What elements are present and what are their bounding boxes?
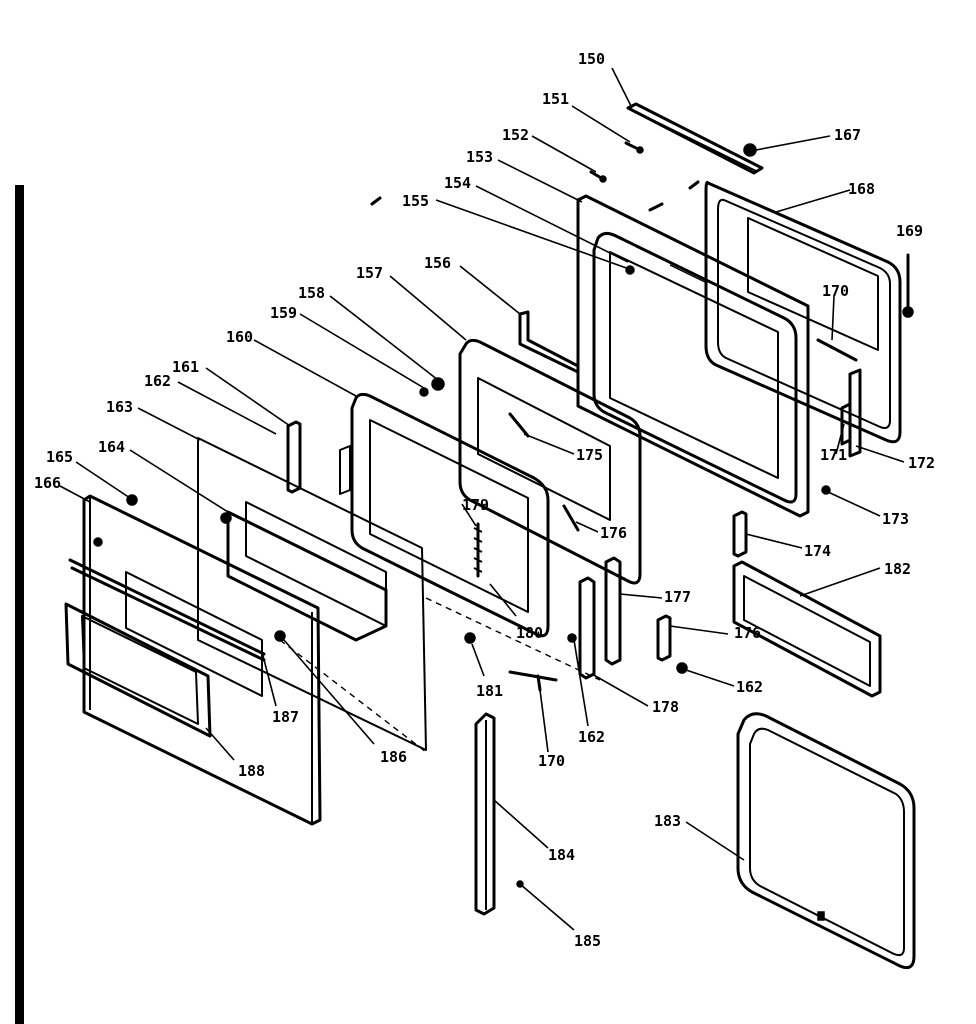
- callout-175: 175: [576, 446, 603, 464]
- alignment-line: [279, 639, 427, 753]
- callout-159: 159: [270, 304, 297, 322]
- part-176-bracket: [656, 614, 672, 662]
- callout-172: 172: [908, 454, 935, 472]
- callout-176-right: 176: [734, 624, 761, 642]
- part-156-bracket: [518, 310, 580, 374]
- callout-157: 157: [356, 264, 383, 282]
- part-172-hinge-bracket: [848, 368, 862, 458]
- callout-169: 169: [896, 222, 923, 240]
- callout-182-right: 182: [884, 560, 911, 578]
- callout-174: 174: [804, 542, 831, 560]
- callout-181: 181: [476, 682, 503, 700]
- callout-173: 173: [882, 510, 909, 528]
- part-174-bracket: [732, 510, 748, 558]
- part-160-door-liner: [339, 392, 550, 638]
- callout-183: 183: [654, 812, 681, 830]
- part-177-channel: [604, 556, 622, 666]
- part-181-nut: [464, 632, 476, 644]
- part-178-channel: [578, 576, 596, 680]
- part-186-screw: [274, 630, 286, 642]
- part-150-top-trim: [626, 102, 764, 175]
- callout-176-mid: 176: [600, 524, 627, 542]
- callout-150: 150: [578, 50, 605, 68]
- part-170-hinge-arm: [816, 338, 858, 362]
- callout-162-right: 162: [736, 678, 763, 696]
- part-157-glass-window: [458, 338, 642, 585]
- callout-162: 162: [144, 372, 171, 390]
- callout-160: 160: [226, 328, 253, 346]
- part-175-clip: [508, 412, 530, 438]
- screw-icon: [688, 180, 700, 190]
- callout-170-top: 170: [822, 282, 849, 300]
- callout-164: 164: [98, 438, 125, 456]
- leader-lines: [59, 67, 905, 931]
- callout-158: 158: [298, 284, 325, 302]
- callout-167-top: 167: [834, 126, 861, 144]
- part-159-grommet: [419, 387, 429, 397]
- part-167-nut-top: [743, 143, 757, 157]
- part-184-trim: [474, 712, 496, 916]
- part-183-gasket: [736, 712, 916, 970]
- part-187-handle: [68, 558, 266, 662]
- callout-155: 155: [402, 192, 429, 210]
- callout-170-low: 170: [538, 752, 565, 770]
- callout-156: 156: [424, 254, 451, 272]
- part-158-grommet: [431, 377, 445, 391]
- callout-178: 178: [652, 698, 679, 716]
- page-border-bar: [15, 185, 24, 1024]
- callout-180: 180: [516, 624, 543, 642]
- part-166-outer-door-panel: [82, 494, 322, 826]
- callout-153: 153: [466, 148, 493, 166]
- callout-171: 171: [820, 446, 847, 464]
- part-163-glass-panel: [197, 437, 427, 751]
- part-164-clip: [220, 512, 232, 524]
- callout-177: 177: [664, 588, 691, 606]
- part-179-spring: [473, 522, 483, 578]
- callout-151: 151: [542, 90, 569, 108]
- callout-152: 152: [502, 126, 529, 144]
- callout-184: 184: [548, 846, 575, 864]
- callout-163: 163: [106, 398, 133, 416]
- part-182-channel: [732, 560, 882, 698]
- part-176-clip: [562, 504, 580, 532]
- callout-162-mid: 162: [578, 728, 605, 746]
- part-162-screw-right: [676, 662, 688, 674]
- callout-154: 154: [444, 174, 471, 192]
- callout-161: 161: [172, 358, 199, 376]
- part-168-rear-frame: [704, 180, 902, 444]
- part-166-window-cutout: [125, 571, 263, 697]
- part-170-latch: [508, 670, 558, 692]
- callout-186: 186: [380, 748, 407, 766]
- part-151-screw: [624, 141, 644, 154]
- callout-labels: 150 151 152 153 154 155 156 157 158 159 …: [34, 50, 935, 950]
- screw-icon: [370, 196, 382, 206]
- callout-168: 168: [848, 180, 875, 198]
- callout-187: 187: [272, 708, 299, 726]
- part-152-screw: [589, 170, 607, 183]
- part-161-channel: [286, 420, 302, 494]
- callout-179: 179: [462, 496, 489, 514]
- callout-166-top: 166: [34, 474, 61, 492]
- part-188-frame: [64, 602, 212, 738]
- callout-188: 188: [238, 762, 265, 780]
- callout-185: 185: [574, 932, 601, 950]
- part-169-screw: [902, 253, 914, 318]
- part-164-inner-glass: [226, 501, 388, 642]
- part-153-inner-door-panel: [576, 194, 810, 518]
- callout-165: 165: [46, 448, 73, 466]
- screw-icon: [648, 202, 664, 212]
